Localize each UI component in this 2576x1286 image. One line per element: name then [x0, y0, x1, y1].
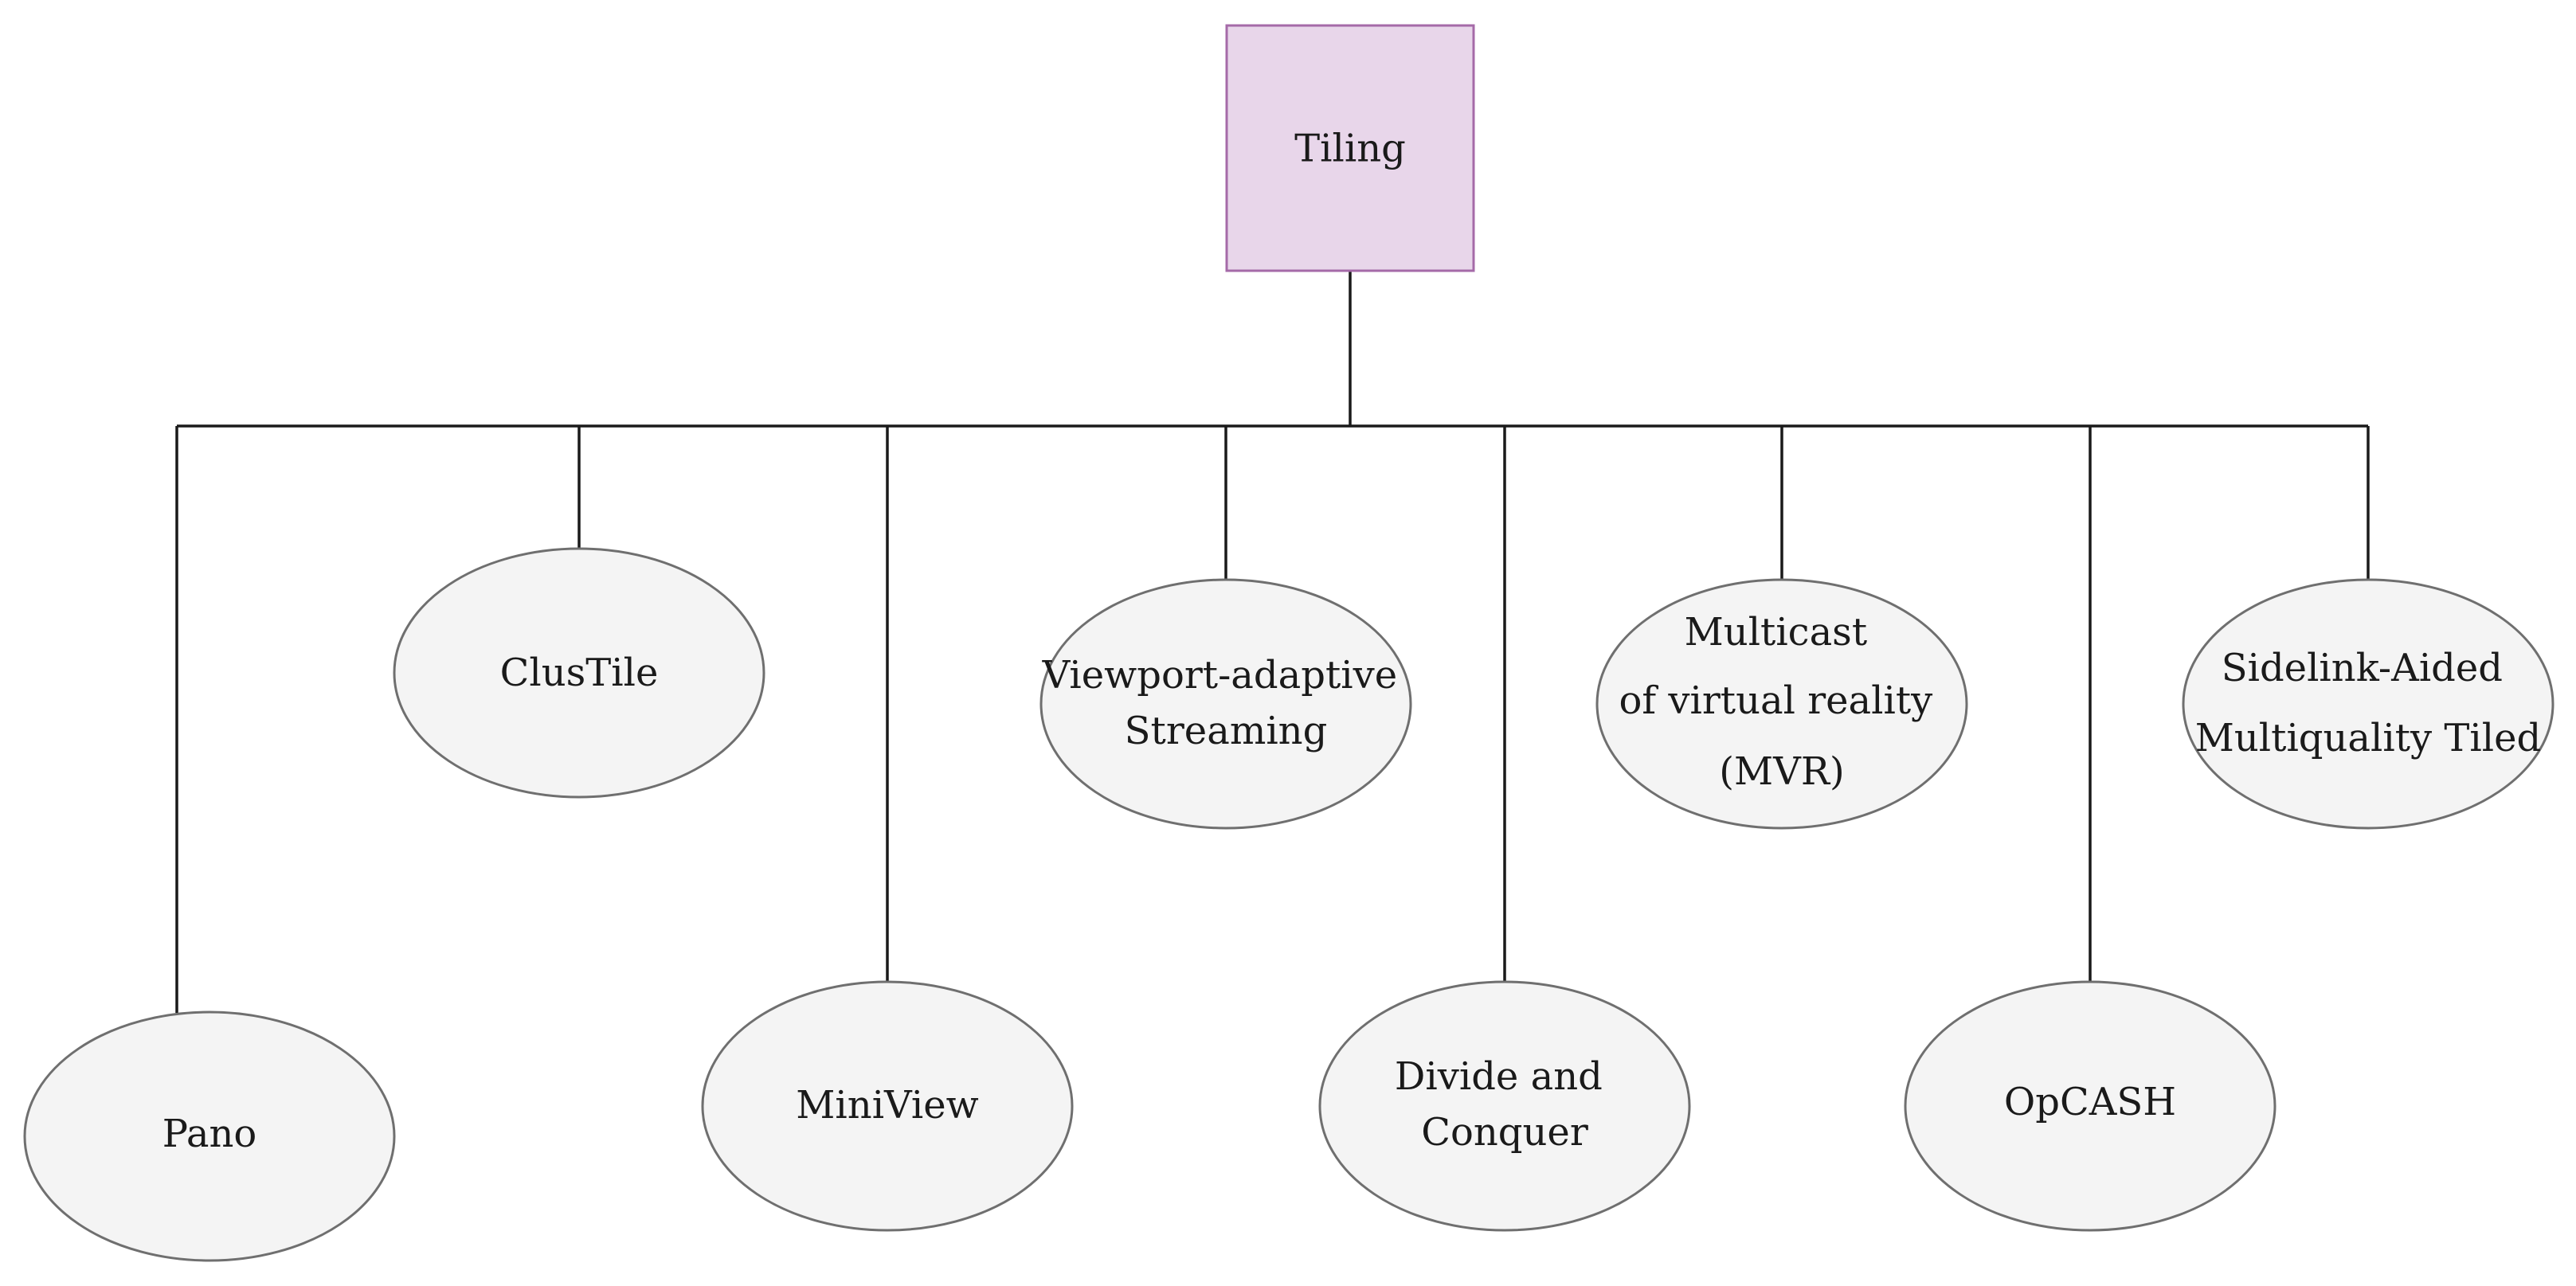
- root-box: [1225, 24, 1475, 272]
- child-node-clustile: ClusTile: [393, 547, 765, 799]
- node-ellipse: [1595, 578, 1968, 830]
- node-label-line: Streaming: [1125, 709, 1328, 753]
- node-label: ClusTile: [500, 651, 659, 695]
- node-label: Viewport-adaptive Streaming: [1042, 653, 1410, 753]
- node-label-line: Conquer: [1421, 1110, 1588, 1155]
- node-label: Multicast of virtual reality (MVR): [1619, 610, 1944, 794]
- node-label: Sidelink-Aided Multiquality Tiled: [2195, 646, 2542, 760]
- child-node-miniview: MiniView: [701, 980, 1074, 1232]
- node-ellipse: [701, 980, 1074, 1232]
- node-ellipse: [1318, 980, 1691, 1232]
- child-node-multicast-of-virtual-reality: Multicast of virtual reality (MVR): [1595, 578, 1968, 830]
- node-label-line: Viewport-adaptive: [1042, 653, 1398, 698]
- node-ellipse: [1039, 578, 1412, 830]
- node-label: OpCASH: [2004, 1080, 2176, 1124]
- node-label-line: OpCASH: [2004, 1080, 2176, 1124]
- node-label: Pano: [162, 1112, 257, 1156]
- connectors: [175, 271, 2370, 1013]
- node-label-line: Divide and: [1395, 1054, 1603, 1099]
- node-label-line: MiniView: [796, 1083, 978, 1128]
- node-label-line: (MVR): [1719, 749, 1844, 794]
- node-ellipse: [393, 547, 765, 799]
- node-label-line: Sidelink-Aided: [2222, 646, 2503, 690]
- node-label-line: Pano: [162, 1112, 257, 1156]
- node-label-line: ClusTile: [500, 651, 659, 695]
- root-node: Tiling: [1225, 24, 1475, 272]
- node-label-line: of virtual reality: [1619, 678, 1932, 723]
- node-label: Divide and Conquer: [1395, 1054, 1615, 1155]
- child-node-sidelink-aided-multiquality-tiled: Sidelink-Aided Multiquality Tiled: [2182, 578, 2554, 830]
- child-node-viewport-adaptive-streaming: Viewport-adaptive Streaming: [1039, 578, 1412, 830]
- node-ellipse: [23, 1010, 396, 1262]
- root-label: Tiling: [1294, 127, 1406, 171]
- child-node-opcash: OpCASH: [1904, 980, 2277, 1232]
- child-node-divide-and-conquer: Divide and Conquer: [1318, 980, 1691, 1232]
- node-label-line: Multicast: [1685, 610, 1867, 655]
- child-node-pano: Pano: [23, 1010, 396, 1262]
- node-label-line: Multiquality Tiled: [2195, 716, 2542, 760]
- node-label: MiniView: [796, 1083, 978, 1128]
- node-ellipse: [1904, 980, 2277, 1232]
- node-ellipse: [2182, 578, 2554, 830]
